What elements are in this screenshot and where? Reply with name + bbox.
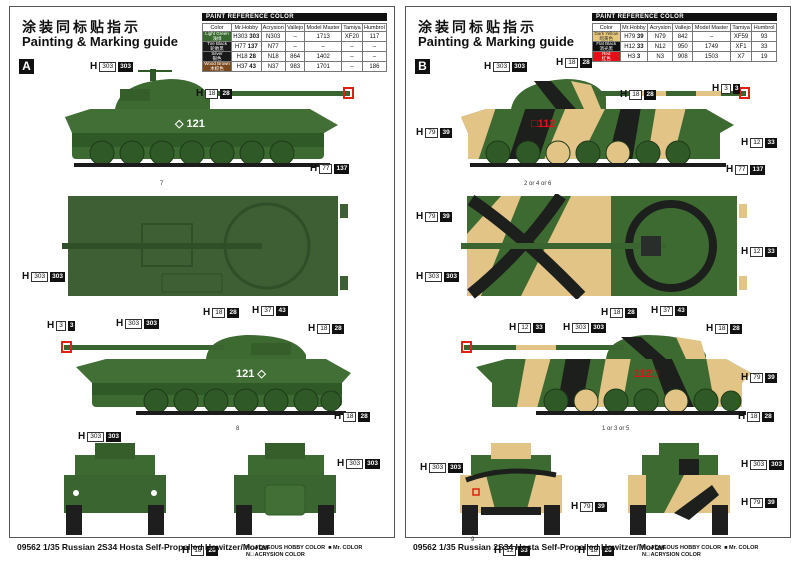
decal-number-9: 9: [471, 537, 475, 543]
col-acrysion: Acrysion: [260, 23, 286, 32]
decal-number-option-b: 1 or 3 or 5: [602, 426, 630, 432]
title-english: Painting & Marking guide: [22, 34, 179, 49]
col-tamiya: Tamiya: [341, 23, 363, 32]
kit-caption-right: 09562 1/35 Russian 2S34 Hosta Self-Prope…: [413, 542, 666, 552]
paint-reference-table: PAINT REFERENCE COLOR Color Mr.Hobby Acr…: [201, 13, 388, 72]
col-mr-hobby: Mr.Hobby: [619, 23, 649, 32]
title-english: Painting & Marking guide: [418, 34, 575, 49]
decal-number-7: 7: [160, 181, 164, 187]
vehicle-number: □112: [531, 118, 555, 130]
paint-table-columns: Color Mr.Hobby Acrysion Vallejo Model Ma…: [592, 23, 777, 32]
scheme-letter-badge: A: [19, 59, 34, 74]
decal-number-8: 8: [236, 426, 240, 432]
scheme-b-panel: 涂装同标贴指示 Painting & Marking guide B PAINT…: [405, 6, 791, 558]
col-vallejo: Vallejo: [672, 23, 694, 32]
col-acrysion: Acrysion: [647, 23, 674, 32]
tank-side-view-right-camo: □112: [461, 79, 750, 167]
scheme-letter-badge: B: [415, 59, 430, 74]
tank-side-view-right: ◇ 121: [65, 69, 354, 167]
color-legend: H□ AQUEOUS HOBBY COLOR ■ Mr. COLOR N□ AC…: [642, 545, 759, 558]
col-model-master: Model Master: [304, 23, 343, 32]
col-model-master: Model Master: [692, 23, 731, 32]
kit-caption-left: 09562 1/35 Russian 2S34 Hosta Self-Prope…: [17, 542, 270, 552]
col-vallejo: Vallejo: [284, 23, 306, 32]
title-chinese: 涂装同标贴指示: [22, 20, 141, 36]
col-humbrol: Humbrol: [361, 23, 388, 32]
col-humbrol: Humbrol: [751, 23, 777, 32]
paint-table-header: PAINT REFERENCE COLOR: [202, 13, 387, 21]
tank-front-view-camo: [460, 443, 562, 535]
tank-side-view-left: 121 ◇: [61, 335, 351, 415]
tank-rear-view-camo: [628, 443, 730, 535]
vehicle-number: ◇ 121: [174, 118, 205, 130]
paint-table-header: PAINT REFERENCE COLOR: [592, 13, 777, 21]
decal-number-option-a: 2 or 4 or 6: [524, 181, 552, 187]
col-tamiya: Tamiya: [729, 23, 753, 32]
color-legend: H□ AQUEOUS HOBBY COLOR ■ Mr. COLOR N□ AC…: [246, 545, 363, 558]
paint-table-columns: Color Mr.Hobby Acrysion Vallejo Model Ma…: [201, 23, 388, 32]
col-mr-hobby: Mr.Hobby: [231, 23, 262, 32]
tank-top-view-camo: [461, 194, 747, 299]
vehicle-number: 121 ◇: [236, 368, 266, 380]
tank-front-view: [64, 443, 166, 535]
scheme-a-panel: 涂装同标贴指示 Painting & Marking guide A PAINT…: [9, 6, 395, 558]
paint-reference-table: PAINT REFERENCE COLOR Color Mr.Hobby Acr…: [592, 13, 777, 62]
tank-side-view-left-camo: 112□: [461, 335, 751, 415]
title-chinese: 涂装同标贴指示: [418, 20, 537, 36]
tank-rear-view: [234, 443, 336, 535]
tank-top-view: [62, 196, 348, 296]
vehicle-number: 112□: [634, 368, 659, 380]
